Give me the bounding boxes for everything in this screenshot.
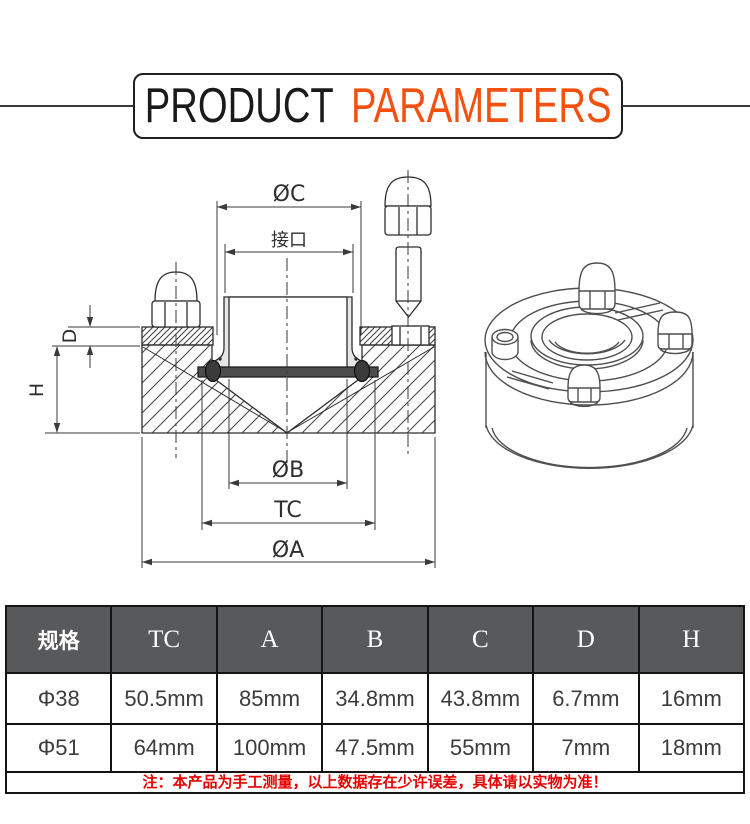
cell: 55mm — [426, 723, 535, 773]
iso-cap-nut-top — [578, 262, 616, 315]
cell: Φ38 — [4, 672, 113, 725]
oring-right — [353, 359, 371, 383]
dim-label-h: H — [26, 383, 48, 397]
oring-left — [204, 359, 222, 383]
parameters-table: 规格 TC A B C D H Φ38 50.5mm 85mm 34.8mm 4… — [4, 605, 746, 794]
cell: Φ51 — [4, 723, 113, 773]
cross-section-view — [141, 176, 436, 434]
cell: 47.5mm — [321, 723, 429, 773]
gasket — [197, 366, 379, 378]
stud — [395, 246, 422, 319]
col-header-spec: 规格 — [4, 605, 113, 674]
nut-section — [391, 325, 430, 346]
title-word-parameters: PARAMETERS — [350, 79, 612, 133]
table-row-51: Φ51 64mm 100mm 47.5mm 55mm 7mm 18mm — [4, 723, 746, 773]
iso-cap-nut-bottom — [567, 364, 601, 408]
col-header-a: A — [215, 605, 324, 674]
dim-label-oa: ØA — [272, 538, 304, 563]
col-header-b: B — [321, 605, 429, 674]
col-header-d: D — [532, 605, 640, 674]
cell: 43.8mm — [426, 672, 535, 725]
cell: 100mm — [215, 723, 324, 773]
col-header-tc: TC — [110, 605, 218, 674]
col-header-h: H — [637, 605, 746, 674]
cell: 7mm — [532, 723, 640, 773]
title-word-product: PRODUCT — [144, 79, 334, 133]
dimension-arrows — [53, 203, 435, 566]
dim-label-oc: ØC — [273, 182, 306, 207]
cell: 85mm — [215, 672, 324, 725]
header-rule-left — [0, 105, 133, 107]
cell: 50.5mm — [110, 672, 218, 725]
cell: 64mm — [110, 723, 218, 773]
clamp-plate-left — [141, 326, 214, 346]
dimension-labels: ØC 接口 ØB TC ØA D H — [26, 182, 307, 563]
table-header-row: 规格 TC A B C D H — [4, 605, 746, 674]
dim-label-ob: ØB — [272, 458, 304, 483]
col-header-c: C — [426, 605, 535, 674]
center-lines — [175, 170, 409, 472]
header-rule-right — [623, 105, 750, 107]
cell: 18mm — [637, 723, 746, 773]
dim-label-tc: TC — [273, 498, 302, 523]
cell: 34.8mm — [321, 672, 429, 725]
cell: 16mm — [637, 672, 746, 725]
cell: 6.7mm — [532, 672, 640, 725]
iso-port — [491, 328, 519, 361]
section-title: PRODUCT PARAMETERS — [133, 73, 623, 139]
dim-label-d: D — [59, 329, 81, 344]
ferrule-bore — [228, 296, 348, 369]
table-note-row: 注：本产品为手工测量，以上数据存在少许误差，具体请以实物为准！ — [5, 771, 745, 794]
table-row-38: Φ38 50.5mm 85mm 34.8mm 43.8mm 6.7mm 16mm — [4, 672, 746, 725]
iso-cap-nut-right — [657, 311, 693, 355]
isometric-view — [484, 262, 694, 469]
note-text: 注：本产品为手工测量，以上数据存在少许误差，具体请以实物为准！ — [5, 771, 745, 794]
dim-label-port: 接口 — [271, 230, 307, 251]
dimension-lines — [45, 201, 436, 568]
